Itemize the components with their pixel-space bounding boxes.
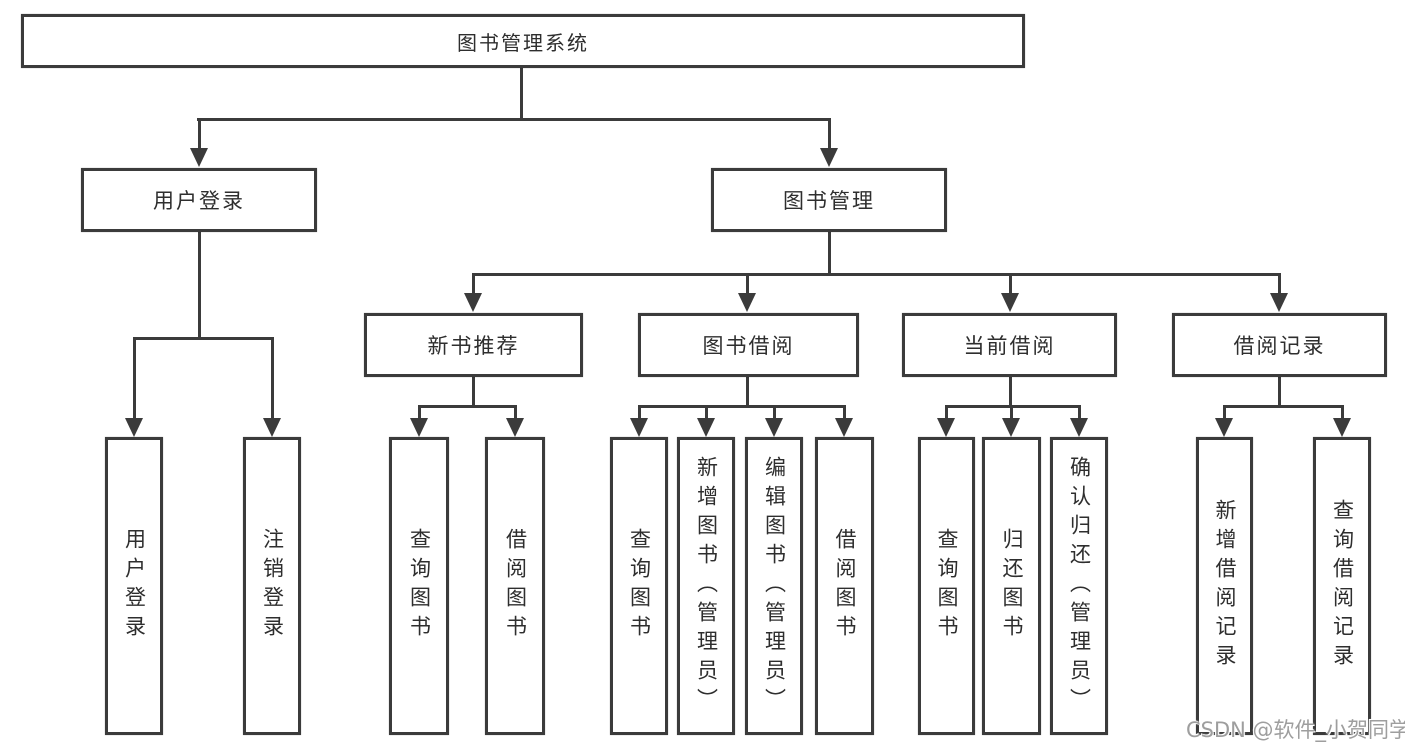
leaf-cb-query-books: 查询图书: [918, 437, 975, 735]
node-root: 图书管理系统: [21, 14, 1025, 68]
arrow-down-icon: [464, 293, 482, 312]
connector-to-leaf: [705, 405, 708, 420]
connector-records-stem: [1278, 377, 1281, 405]
csdn-watermark: CSDN @软件_小贺同学: [1186, 718, 1405, 742]
connector-to-leaf: [1078, 405, 1081, 420]
arrow-down-icon: [1270, 293, 1288, 312]
connector-to-leaf: [271, 337, 274, 419]
leaf-user-login: 用户登录: [105, 437, 163, 735]
connector-to-records: [1278, 273, 1281, 294]
connector-to-leaf: [418, 405, 421, 420]
arrow-down-icon: [835, 418, 853, 437]
connector-to-leaf: [843, 405, 846, 420]
connector-login-bus: [133, 337, 274, 340]
connector-to-user-login: [198, 118, 201, 150]
leaf-logout: 注销登录: [243, 437, 301, 735]
arrow-down-icon: [263, 418, 281, 437]
connector-level3-bus: [472, 273, 1281, 276]
node-user-login: 用户登录: [81, 168, 317, 232]
arrow-down-icon: [630, 418, 648, 437]
connector-borrow-bus: [638, 405, 845, 408]
leaf-br-add-record: 新增借阅记录: [1196, 437, 1253, 735]
arrow-down-icon: [1333, 418, 1351, 437]
arrow-down-icon: [765, 418, 783, 437]
arrow-down-icon: [738, 293, 756, 312]
connector-to-leaf: [133, 337, 136, 419]
connector-records-bus: [1223, 405, 1343, 408]
arrow-down-icon: [1001, 293, 1019, 312]
arrow-down-icon: [506, 418, 524, 437]
leaf-rec-query-books: 查询图书: [389, 437, 449, 735]
connector-to-book-management: [828, 118, 831, 150]
leaf-bb-edit-books-admin: 编辑图书（管理员）: [745, 437, 803, 735]
leaf-bb-add-books-admin: 新增图书（管理员）: [677, 437, 735, 735]
connector-current-stem: [1009, 377, 1012, 405]
connector-to-borrow: [746, 273, 749, 294]
connector-to-leaf: [514, 405, 517, 420]
connector-to-leaf: [1010, 405, 1013, 420]
connector-level2-bus: [197, 118, 831, 121]
arrow-down-icon: [1215, 418, 1233, 437]
arrow-down-icon: [1002, 418, 1020, 437]
connector-borrow-stem: [746, 377, 749, 405]
connector-to-leaf: [1341, 405, 1344, 420]
arrow-down-icon: [125, 418, 143, 437]
node-book-management: 图书管理: [711, 168, 947, 232]
connector-to-leaf: [773, 405, 776, 420]
leaf-cb-confirm-return-admin: 确认归还（管理员）: [1050, 437, 1108, 735]
node-current-borrow: 当前借阅: [902, 313, 1117, 377]
arrow-down-icon: [697, 418, 715, 437]
connector-to-leaf: [1223, 405, 1226, 420]
node-book-borrow: 图书借阅: [638, 313, 859, 377]
connector-to-leaf: [638, 405, 641, 420]
connector-to-recommend: [472, 273, 475, 294]
connector-recommend-bus: [418, 405, 516, 408]
leaf-bb-query-books: 查询图书: [610, 437, 668, 735]
leaf-br-query-record: 查询借阅记录: [1313, 437, 1371, 735]
connector-to-leaf: [945, 405, 948, 420]
arrow-down-icon: [410, 418, 428, 437]
connector-to-current: [1009, 273, 1012, 294]
arrow-down-icon: [820, 148, 838, 167]
leaf-cb-return-books: 归还图书: [982, 437, 1041, 735]
leaf-rec-borrow-books: 借阅图书: [485, 437, 545, 735]
leaf-bb-borrow-books: 借阅图书: [815, 437, 874, 735]
connector-recommend-stem: [472, 377, 475, 405]
arrow-down-icon: [1070, 418, 1088, 437]
arrow-down-icon: [190, 148, 208, 167]
node-borrow-records: 借阅记录: [1172, 313, 1387, 377]
connector-root-stem: [520, 68, 523, 118]
arrow-down-icon: [937, 418, 955, 437]
connector-login-stem: [198, 232, 201, 337]
node-new-book-recommend: 新书推荐: [364, 313, 583, 377]
connector-mgmt-stem: [828, 232, 831, 273]
